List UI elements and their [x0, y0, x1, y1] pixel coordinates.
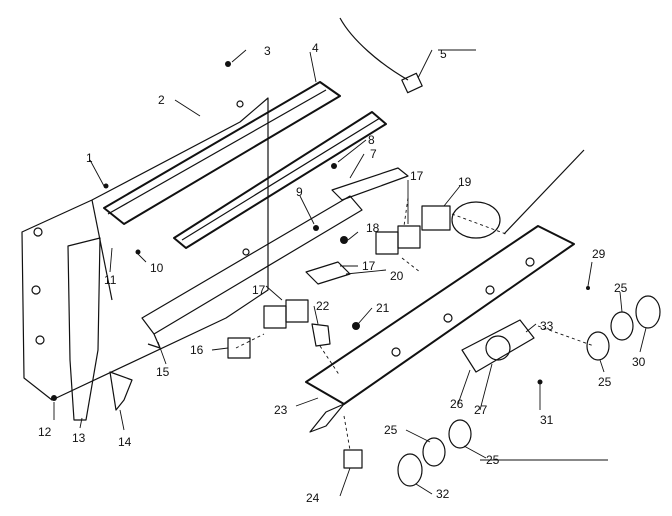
callout-9: 9 [296, 185, 303, 199]
callout-23: 23 [274, 403, 288, 417]
callout-3: 3 [264, 44, 271, 58]
callout-25a: 25 [614, 281, 628, 295]
bracket-7 [331, 167, 409, 201]
callout-21: 21 [376, 301, 390, 315]
clock-timer [461, 319, 535, 373]
knobs [397, 295, 661, 487]
callout-31: 31 [540, 413, 554, 427]
callout-labels: 2 3 4 5 1 8 7 17 19 9 18 11 10 17 20 29 … [38, 41, 646, 505]
callout-15: 15 [156, 365, 170, 379]
callout-20: 20 [390, 269, 404, 283]
callout-25b: 25 [598, 375, 612, 389]
callout-26: 26 [450, 397, 464, 411]
callout-25d: 25 [486, 453, 500, 467]
callout-17c: 17 [252, 283, 266, 297]
callout-5: 5 [440, 47, 447, 61]
callout-10: 10 [150, 261, 164, 275]
callout-24: 24 [306, 491, 320, 505]
switch-19 [421, 149, 585, 239]
callout-19: 19 [458, 175, 472, 189]
side-bracket [67, 237, 133, 421]
callout-18: 18 [366, 221, 380, 235]
callout-17b: 17 [362, 259, 376, 273]
back-panel [21, 97, 269, 401]
control-panel [305, 225, 575, 433]
leader-lines [53, 49, 647, 497]
callout-32: 32 [436, 487, 450, 501]
callout-12: 12 [38, 425, 52, 439]
assembly-lines [235, 197, 595, 377]
lower-rail [141, 195, 363, 349]
callout-2: 2 [158, 93, 165, 107]
terminal-24 [343, 415, 363, 469]
switches-17 [263, 225, 421, 329]
callout-16: 16 [190, 343, 204, 357]
callout-25c: 25 [384, 423, 398, 437]
callout-22: 22 [316, 299, 330, 313]
callout-17a: 17 [410, 169, 424, 183]
callout-7: 7 [370, 147, 377, 161]
callout-29: 29 [592, 247, 606, 261]
wire-5 [339, 17, 423, 94]
callout-30: 30 [632, 355, 646, 369]
callout-27: 27 [474, 403, 488, 417]
switch-16 [227, 337, 251, 359]
callout-33: 33 [540, 319, 554, 333]
callout-13: 13 [72, 431, 86, 445]
callout-4: 4 [312, 41, 319, 55]
callout-11: 11 [104, 273, 117, 287]
callout-8: 8 [368, 133, 375, 147]
callout-1: 1 [86, 151, 93, 165]
rail-tubes [103, 81, 387, 249]
fasteners [51, 61, 590, 401]
callout-14: 14 [118, 435, 132, 449]
